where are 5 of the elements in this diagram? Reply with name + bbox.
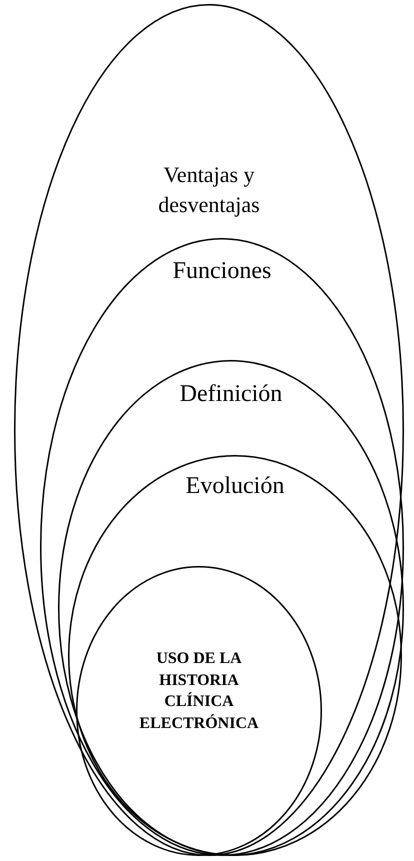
layer-label: Evolución [184,472,286,501]
layer-label: Ventajas y desventajas [157,161,261,219]
layer-label: Definición [178,380,284,409]
layer-label: Funciones [172,257,272,286]
topic-title: USO DE LA HISTORIA CLÍNICA ELECTRÓNICA [138,649,260,734]
